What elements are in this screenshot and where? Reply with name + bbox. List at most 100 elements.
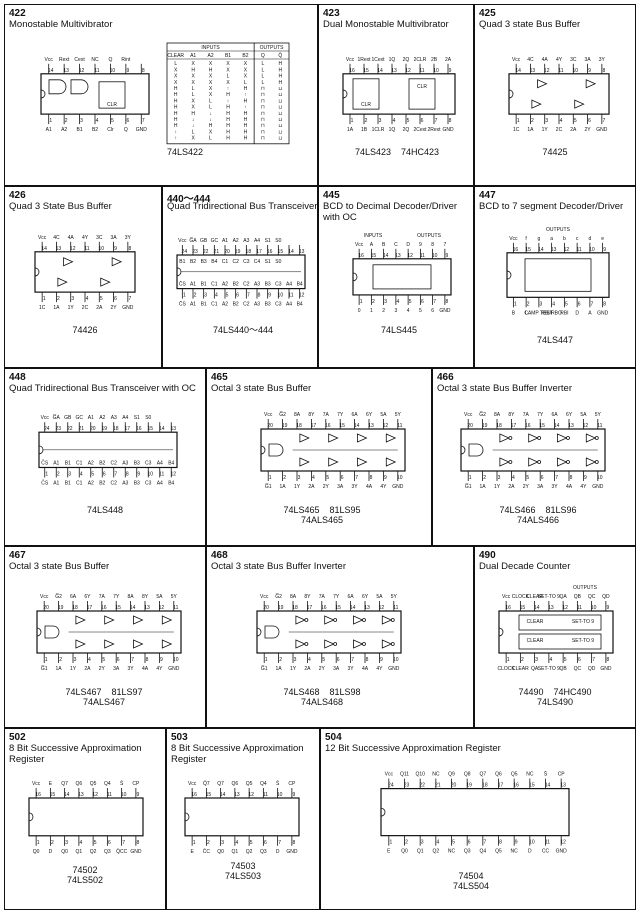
ic-notch [184, 812, 190, 822]
table-cell: L [261, 67, 264, 73]
pin-number: 17 [87, 605, 93, 611]
table-cell: X [191, 74, 195, 80]
pin-label: 3A [111, 235, 118, 241]
and-gate [48, 79, 67, 95]
pin-number: 13 [560, 783, 566, 789]
part-number: 74503 74LS503 [224, 861, 262, 881]
pin-label: Vcc [509, 236, 518, 242]
cell-number: 426 [9, 190, 26, 201]
buffer-symbol [531, 99, 542, 109]
pin-number: 1 [37, 840, 40, 846]
pin-number: 15 [539, 423, 545, 429]
pin-label: f [525, 236, 527, 242]
pin-label: C3 [145, 460, 152, 466]
pin-label: QA [531, 666, 539, 672]
pin-number: 17 [256, 249, 262, 255]
pin-label: A3 [254, 282, 260, 288]
buffer-symbol [537, 79, 548, 89]
pin-label: Q̄7 [203, 780, 210, 787]
buffer-symbol [63, 257, 74, 267]
pin-number: 14 [48, 68, 54, 74]
pin-number: 2 [527, 301, 530, 307]
pin-number: 16 [267, 249, 273, 255]
cell-502: 502 8 Bit Successive Approximation Regis… [4, 728, 166, 910]
ic-body [184, 797, 300, 837]
pin-label: 2Rext [427, 127, 441, 133]
table-cell: H [209, 123, 213, 129]
table-cell: X [226, 61, 230, 67]
pin-number: 12 [159, 605, 165, 611]
pin-label: NC [448, 849, 456, 855]
pin-number: 11 [263, 792, 268, 798]
cell-number: 422 [9, 8, 26, 19]
pin-label: Q3 [464, 849, 471, 855]
pin-number: 8 [606, 657, 609, 663]
pin-number: 10 [393, 657, 399, 663]
pin-label: Q5 [90, 781, 97, 787]
pin-label: 6Y [84, 594, 91, 600]
pin-number: 9 [126, 68, 129, 74]
cell-number: 503 [171, 732, 188, 743]
pin-number: 3 [65, 840, 68, 846]
block-label: SET-TO 9 [572, 638, 594, 644]
pin-number: 1 [389, 840, 392, 846]
pin-number: 5 [250, 840, 253, 846]
table-cell: ⊔ [278, 98, 282, 104]
pin-label: B4 [211, 259, 217, 265]
pin-number: 11 [397, 423, 402, 429]
pin-number: 14 [159, 426, 165, 432]
pin-label: SET-TO 9 [538, 666, 560, 672]
table-cell: ↑ [227, 98, 230, 104]
pin-number: 10 [597, 475, 603, 481]
pin-number: 13 [568, 423, 574, 429]
pin-number: 11 [94, 68, 99, 74]
table-cell: ⊓ [261, 129, 265, 135]
cell-title: BCD to Decimal Decoder/Driver with OC [323, 201, 458, 223]
pin-number: 15 [363, 68, 369, 74]
buffer-symbol [299, 457, 310, 467]
pin-label: Q8 [464, 772, 471, 778]
pin-label: GB [200, 238, 208, 244]
buffer-symbol [585, 79, 597, 89]
pin-number: 5 [326, 475, 329, 481]
table-cell: ⊔ [278, 111, 282, 117]
pin-label: 1 [370, 308, 373, 314]
pin-number: 14 [383, 253, 389, 259]
cell-title: Quad Tridirectional Bus Transceiver [167, 201, 318, 212]
pin-label: Q1 [417, 849, 424, 855]
pin-number: 10 [591, 605, 597, 611]
table-cell: X [191, 80, 195, 86]
pin-number: 13 [548, 605, 554, 611]
pin-number: 11 [597, 423, 602, 429]
pin-number: 1 [360, 299, 363, 305]
pin-number: 15 [529, 783, 535, 789]
cell-440: 440～444 Quad Tridirectional Bus Transcei… [162, 186, 318, 368]
pin-number: 11 [84, 246, 89, 252]
pin-number: 2 [51, 840, 54, 846]
pin-number: 5 [226, 293, 229, 299]
pin-number: 2 [283, 475, 286, 481]
pin-number: 2 [207, 840, 210, 846]
pin-label: 1A [527, 127, 534, 133]
table-cell: ↓ [209, 117, 212, 123]
cell-title: Dual Monostable Multivibrator [323, 19, 449, 30]
pin-label: A4 [286, 282, 292, 288]
pin-label: C1 [76, 460, 83, 466]
inverter-bubble [508, 460, 513, 464]
pin-label: Q0 [61, 849, 68, 855]
pin-number: 12 [562, 605, 568, 611]
counter-block [518, 633, 602, 650]
pin-label: 6Y [566, 412, 573, 418]
pin-label: 7Y [113, 594, 120, 600]
table-cell: L [209, 136, 212, 142]
pin-number: 10 [110, 68, 116, 74]
pin-label: 2Q [403, 127, 410, 133]
inverter-bubble [304, 642, 309, 646]
pin-label: GND [556, 849, 568, 855]
pin-label: 7Y [537, 412, 544, 418]
pin-label: Vcc [32, 781, 41, 787]
block-label: CLEAR [527, 619, 544, 625]
pin-number: 11 [393, 605, 398, 611]
pin-number: 6 [341, 475, 344, 481]
